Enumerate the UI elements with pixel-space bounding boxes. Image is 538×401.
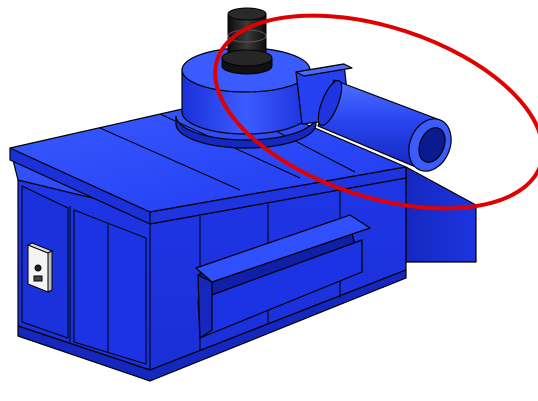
outlet-duct <box>295 63 452 172</box>
control-box-label-icon <box>33 275 43 282</box>
highlight-ellipse <box>213 13 538 211</box>
fan-motor <box>221 7 273 75</box>
duct-end-opening <box>418 127 446 163</box>
dust-drawer <box>195 214 371 339</box>
control-box-switch-icon <box>34 264 42 272</box>
control-box <box>26 242 54 293</box>
drawer-top-plate <box>195 214 371 283</box>
cabinet-right-side <box>405 166 477 263</box>
